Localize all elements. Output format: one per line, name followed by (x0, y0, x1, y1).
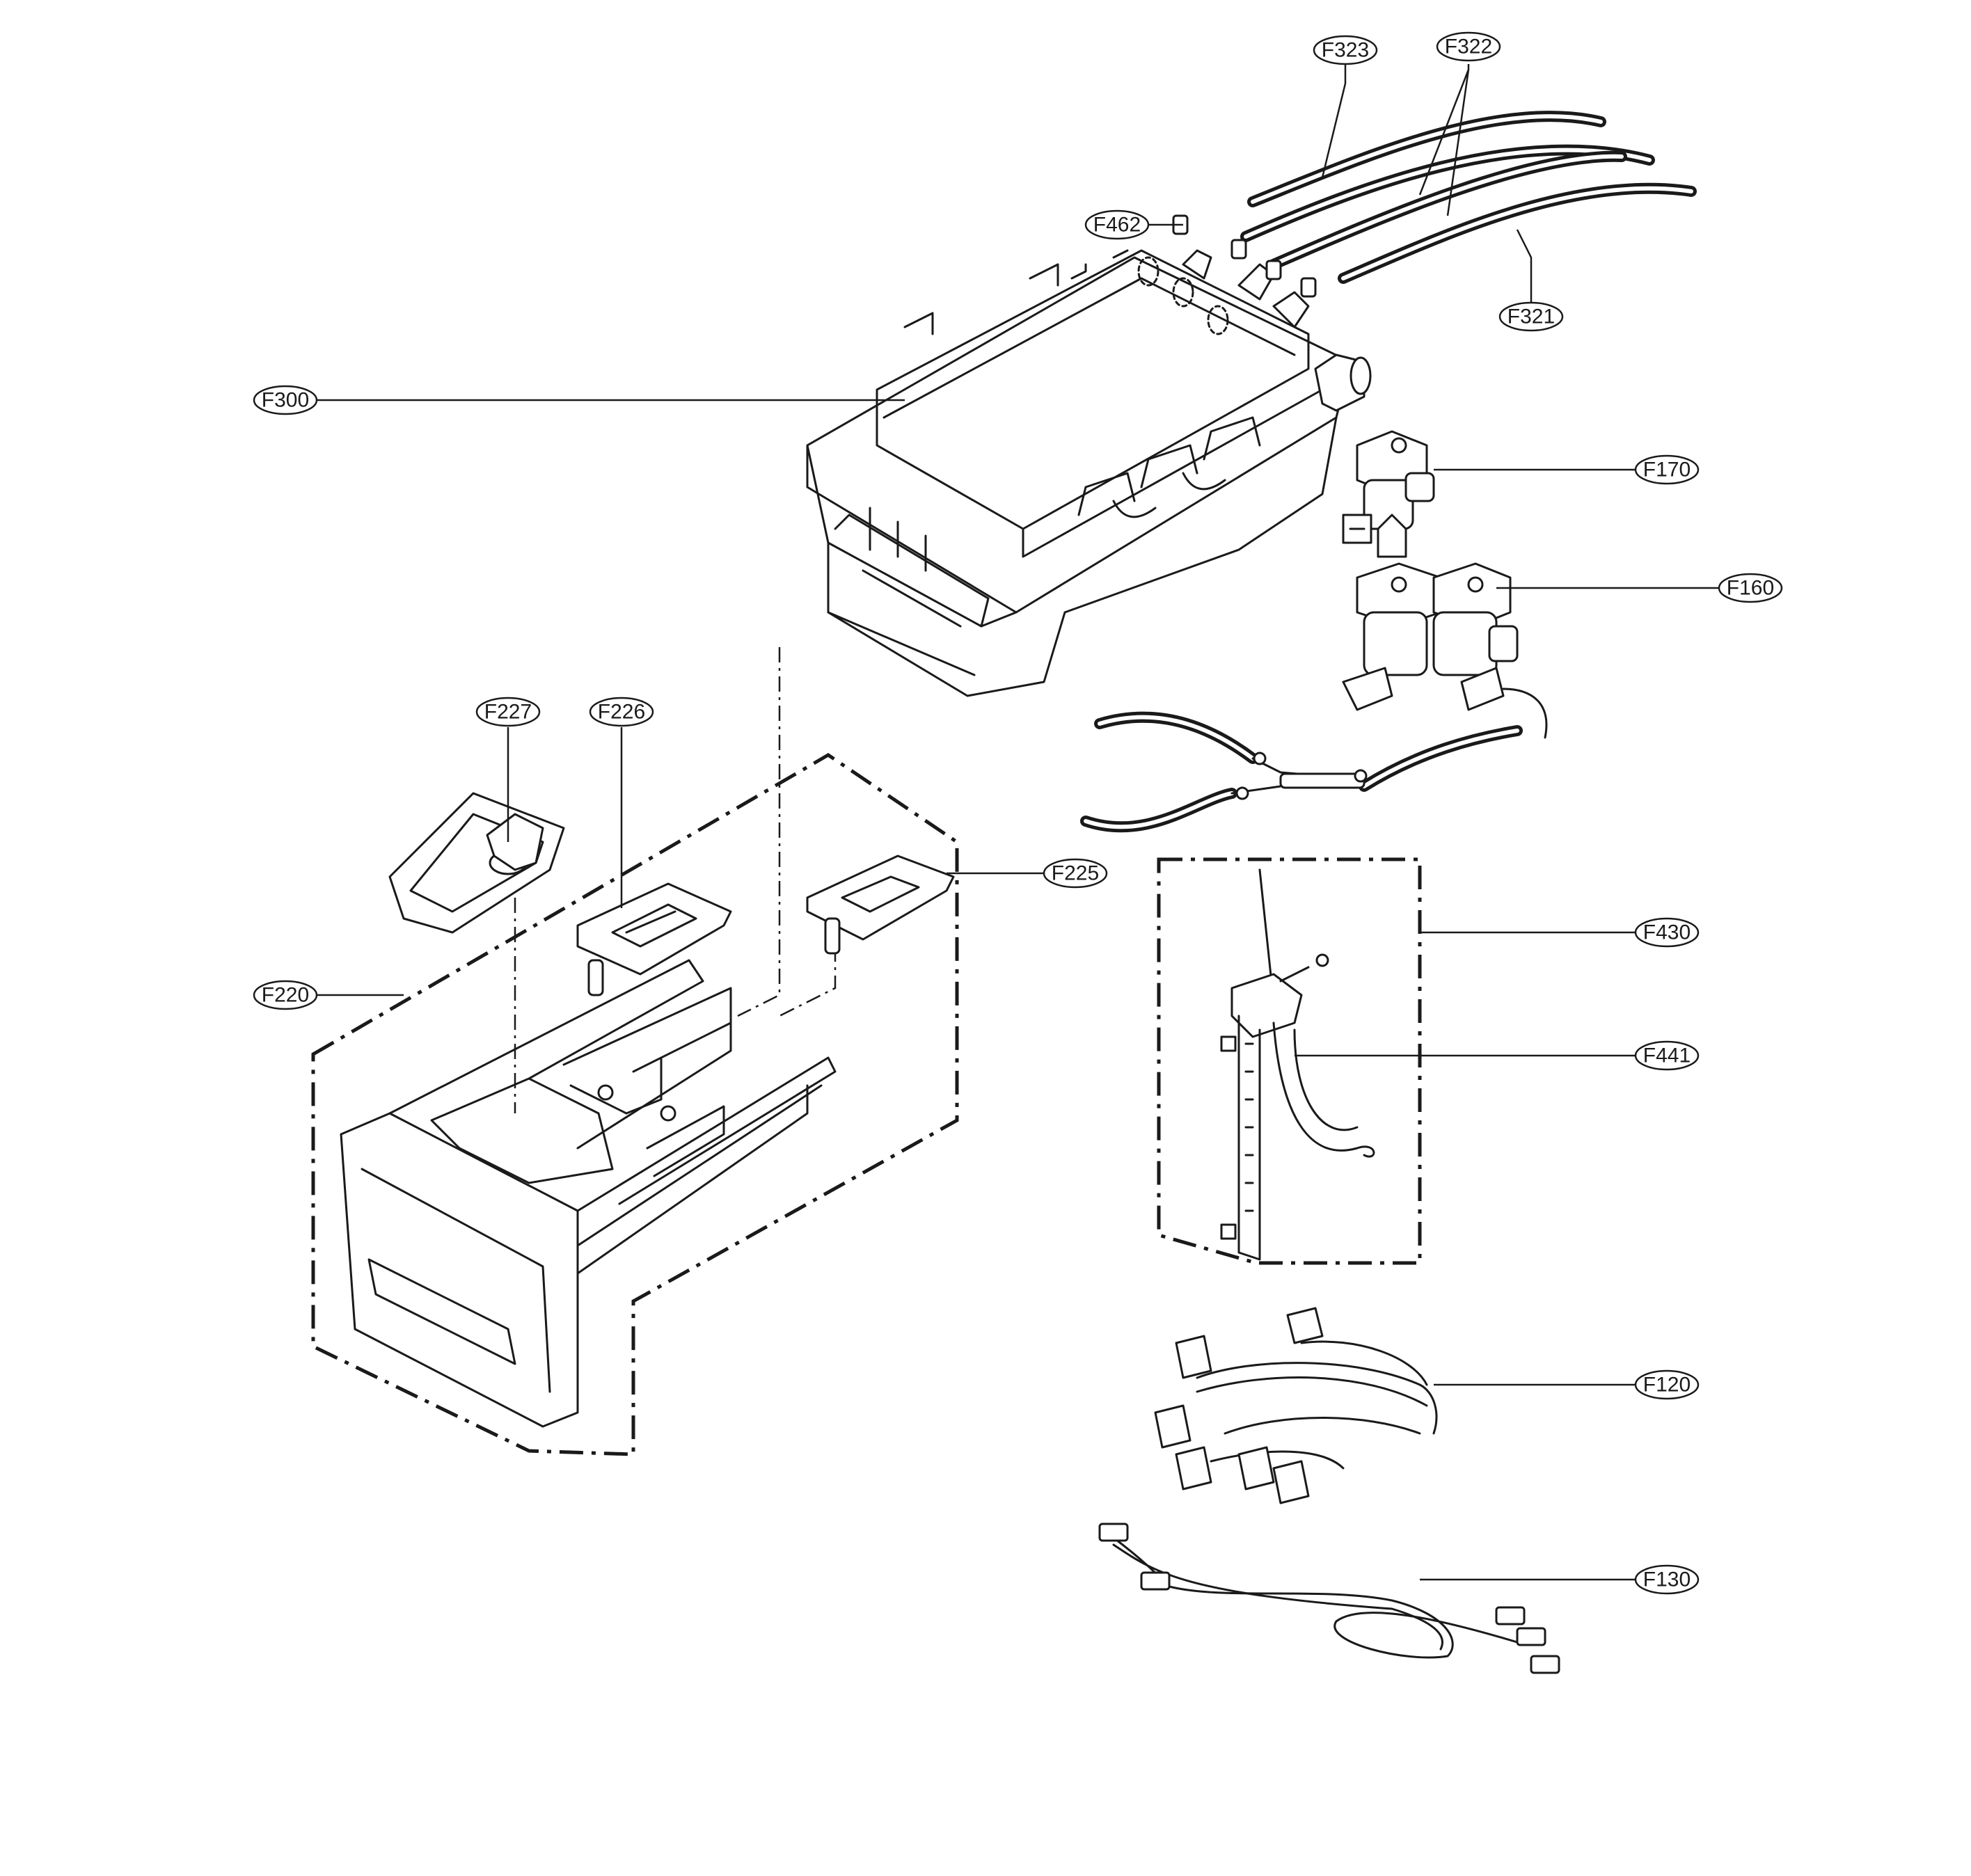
callout-f300: F300 (253, 385, 318, 415)
svg-text:F462: F462 (1093, 214, 1141, 237)
callout-f120: F120 (1634, 1369, 1700, 1400)
leader-lines (317, 64, 1719, 1581)
svg-text:F323: F323 (1322, 39, 1369, 62)
svg-text:F227: F227 (484, 701, 532, 724)
callout-f225: F225 (1043, 858, 1108, 889)
callout-f462: F462 (1084, 209, 1150, 240)
svg-text:F321: F321 (1507, 305, 1555, 328)
callout-f323: F323 (1313, 35, 1378, 65)
svg-text:F130: F130 (1643, 1568, 1691, 1591)
callout-f441: F441 (1634, 1040, 1700, 1071)
callout-f226: F226 (589, 697, 654, 727)
svg-text:F441: F441 (1643, 1044, 1691, 1067)
wire-harness-f130 (1098, 1523, 1560, 1674)
water-valve-f170 (1342, 430, 1435, 558)
svg-text:F170: F170 (1643, 459, 1691, 482)
callout-f430: F430 (1634, 917, 1700, 948)
siphon-cap-f225 (806, 854, 955, 955)
siphon-cap-f226 (576, 882, 732, 996)
callout-f160: F160 (1718, 573, 1783, 603)
svg-text:F120: F120 (1643, 1374, 1691, 1397)
callout-f322: F322 (1436, 31, 1501, 62)
wire-harness-f120 (1154, 1307, 1438, 1504)
svg-text:F160: F160 (1727, 577, 1774, 600)
callout-f130: F130 (1634, 1564, 1700, 1595)
inlet-hose-assembly (1080, 711, 1523, 833)
drain-assembly-f430 (1157, 857, 1422, 1265)
siphon-cap-f227 (388, 792, 565, 934)
callout-f321: F321 (1498, 301, 1564, 332)
dispenser-hoses (1172, 111, 1697, 298)
svg-text:F220: F220 (262, 984, 309, 1007)
svg-text:F322: F322 (1445, 35, 1492, 58)
water-valve-f160 (1342, 562, 1548, 739)
callout-f170: F170 (1634, 454, 1700, 485)
svg-text:F226: F226 (598, 701, 645, 724)
callout-f227: F227 (475, 697, 541, 727)
callout-f220: F220 (253, 980, 318, 1010)
svg-text:F225: F225 (1052, 862, 1099, 885)
drawer-assembly-f220 (311, 647, 959, 1456)
svg-text:F430: F430 (1643, 921, 1691, 944)
svg-text:F300: F300 (262, 389, 309, 412)
dispenser-housing-f300 (806, 249, 1372, 697)
